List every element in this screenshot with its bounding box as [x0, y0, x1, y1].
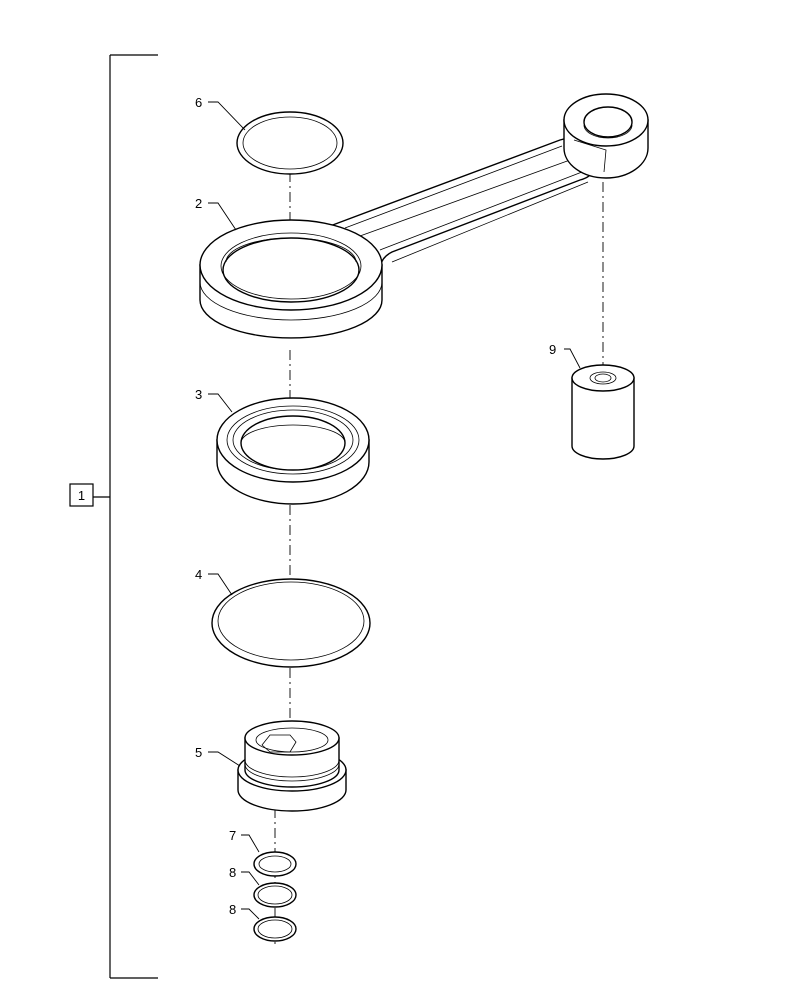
part-3-bearing: [216, 397, 370, 505]
part-8-o-ring-lower: [253, 916, 297, 942]
part-7-ring: [253, 851, 297, 877]
part-2-connecting-rod: [199, 93, 649, 339]
callout-9: 9: [549, 342, 556, 357]
part-4-o-ring: [211, 578, 371, 668]
assembly-bracket: [93, 54, 158, 979]
callout-8-upper: 8: [229, 865, 236, 880]
callout-6: 6: [195, 95, 202, 110]
part-6-o-ring: [236, 111, 344, 175]
callout-7: 7: [229, 828, 236, 843]
part-8-o-ring-upper: [253, 882, 297, 908]
callout-3: 3: [195, 387, 202, 402]
assembly-callout-box: 1: [69, 483, 94, 507]
part-5-cap: [237, 720, 347, 812]
callout-8-lower: 8: [229, 902, 236, 917]
part-9-bushing: [571, 364, 635, 460]
callout-2: 2: [195, 196, 202, 211]
callout-4: 4: [195, 567, 202, 582]
callout-5: 5: [195, 745, 202, 760]
callout-labels: 6 2 3 4 5 7 8 8 9: [195, 95, 556, 917]
assembly-callout-label: 1: [78, 488, 85, 503]
leader-lines: [208, 101, 581, 920]
